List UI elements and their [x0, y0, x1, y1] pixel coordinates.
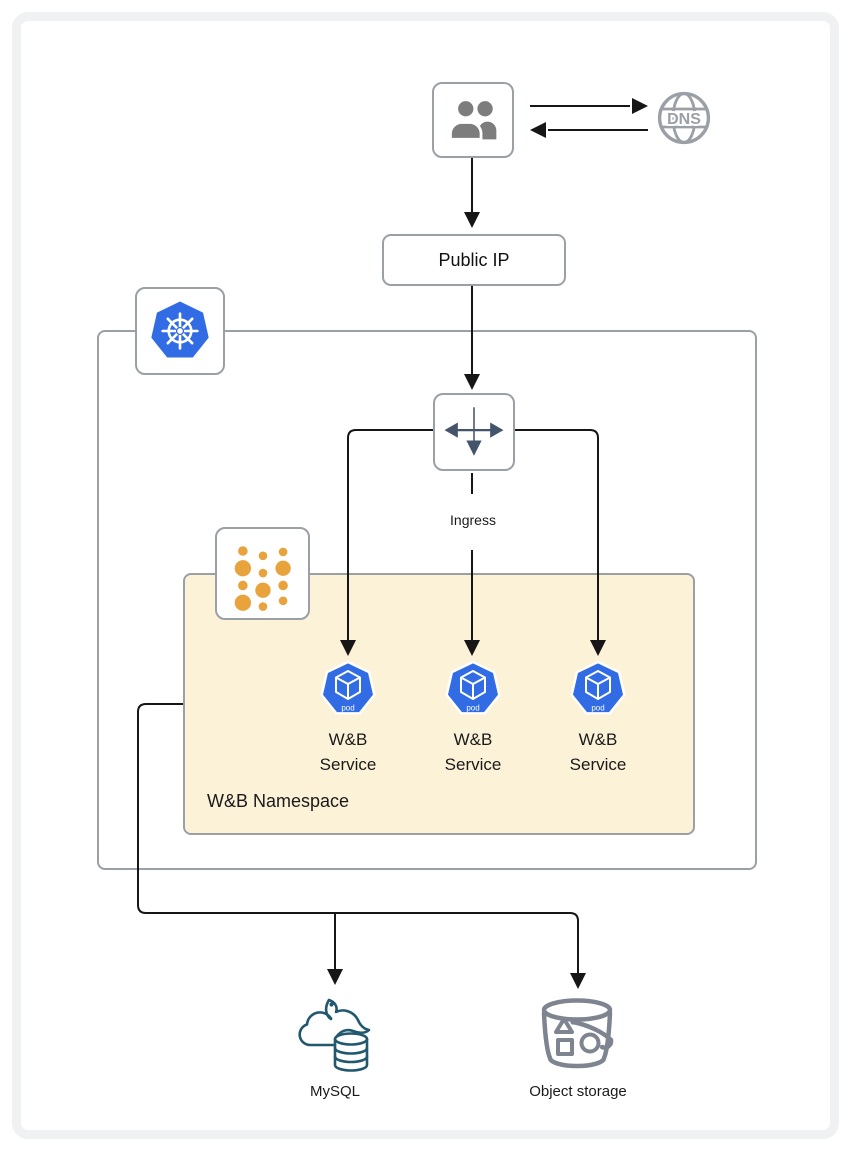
mysql-dolphin-icon: [298, 998, 371, 1072]
namespace-label: W&B Namespace: [207, 791, 350, 811]
ingress-node: [433, 393, 515, 471]
pod-label: W&B Service: [319, 730, 377, 774]
users-node: [432, 82, 514, 158]
pod-badge: pod: [591, 704, 604, 713]
kubernetes-logo-node: [135, 287, 225, 375]
pod-label: W&B Service: [569, 730, 627, 774]
namespace-icon-node: [215, 527, 310, 620]
pod-icon: pod: [570, 660, 626, 715]
namespace-dots-icon: [234, 546, 291, 611]
pod-icon: pod: [445, 660, 501, 715]
pod-icon: pod: [320, 660, 376, 715]
public-ip-label: Public IP: [438, 249, 510, 270]
object-storage-label: Object storage: [529, 1083, 627, 1100]
kubernetes-helm-icon: [151, 301, 209, 358]
dns-globe-icon: DNS: [657, 91, 711, 145]
page-frame: [12, 12, 839, 1139]
dns-label: DNS: [667, 111, 701, 128]
pod-label: W&B Service: [444, 730, 502, 774]
public-ip-node: Public IP: [382, 234, 566, 286]
ingress-arrows-icon: [444, 407, 504, 456]
pod-badge: pod: [341, 704, 354, 713]
mysql-label: MySQL: [309, 1083, 360, 1100]
users-icon: [449, 101, 497, 141]
storage-bucket-icon: [541, 998, 614, 1069]
pod-badge: pod: [466, 704, 479, 713]
ingress-label: Ingress: [450, 512, 496, 528]
